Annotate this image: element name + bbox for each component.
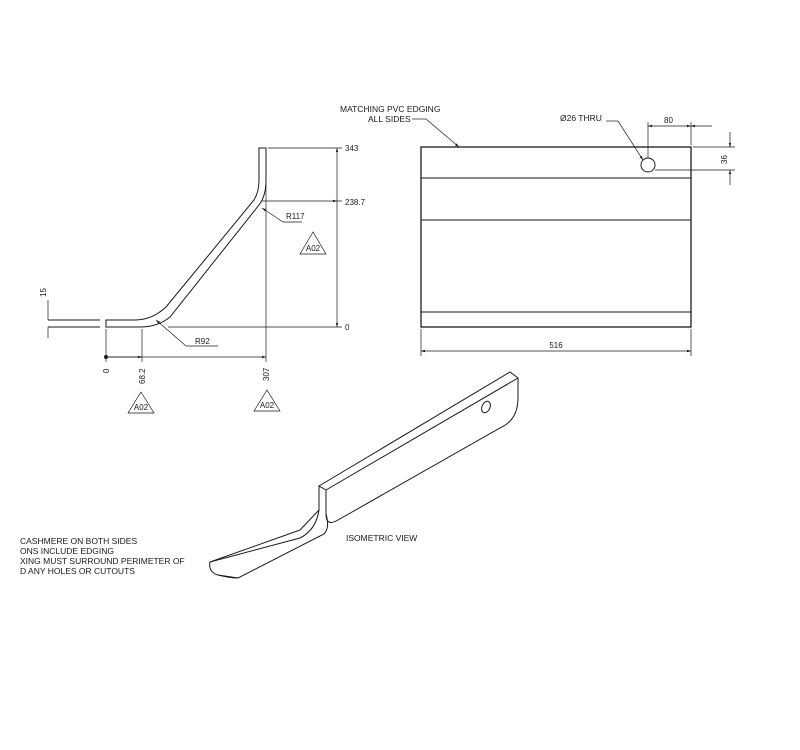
dim-0-right: 0 bbox=[345, 323, 350, 332]
dim-343: 343 bbox=[345, 144, 359, 153]
bracket-profile bbox=[105, 147, 267, 328]
svg-text:A02: A02 bbox=[306, 244, 321, 253]
section-marker-a02: A02 bbox=[299, 231, 327, 255]
hole-note: Ø26 THRU bbox=[560, 113, 602, 123]
isometric-label: ISOMETRIC VIEW bbox=[346, 533, 417, 543]
dim-r92: R92 bbox=[195, 337, 210, 346]
edging-note-line1: MATCHING PVC EDGING bbox=[340, 104, 440, 114]
dim-15: 15 bbox=[39, 288, 48, 297]
isometric-view: ISOMETRIC VIEW bbox=[209, 371, 519, 579]
note-line: ONS INCLUDE EDGING bbox=[20, 546, 114, 556]
dim-68-2: 68.2 bbox=[138, 368, 147, 384]
dim-516: 516 bbox=[549, 341, 563, 350]
dim-36: 36 bbox=[720, 155, 729, 164]
notes-block: CASHMERE ON BOTH SIDES ONS INCLUDE EDGIN… bbox=[20, 536, 185, 576]
svg-text:A02: A02 bbox=[134, 403, 149, 412]
hole-26 bbox=[640, 157, 656, 173]
note-line: XING MUST SURROUND PERIMETER OF bbox=[20, 556, 185, 566]
front-view: MATCHING PVC EDGING ALL SIDES Ø26 THRU 8… bbox=[340, 104, 735, 356]
side-view: 343 238.7 0 15 0 68.2 307 R117 R92 A02 bbox=[39, 144, 366, 414]
dim-r117: R117 bbox=[286, 212, 305, 221]
section-marker-a02: A02 bbox=[127, 391, 155, 414]
dim-238-7: 238.7 bbox=[345, 198, 366, 207]
panel-outline bbox=[420, 146, 692, 328]
dim-307: 307 bbox=[262, 367, 271, 381]
note-line: D ANY HOLES OR CUTOUTS bbox=[20, 566, 135, 576]
edging-note-line2: ALL SIDES bbox=[368, 114, 411, 124]
dim-0-bottom: 0 bbox=[102, 368, 111, 373]
note-line: CASHMERE ON BOTH SIDES bbox=[20, 536, 137, 546]
section-marker-a02: A02 bbox=[253, 389, 281, 412]
dim-80: 80 bbox=[664, 116, 673, 125]
svg-text:A02: A02 bbox=[260, 401, 275, 410]
isometric-hole bbox=[481, 400, 491, 414]
